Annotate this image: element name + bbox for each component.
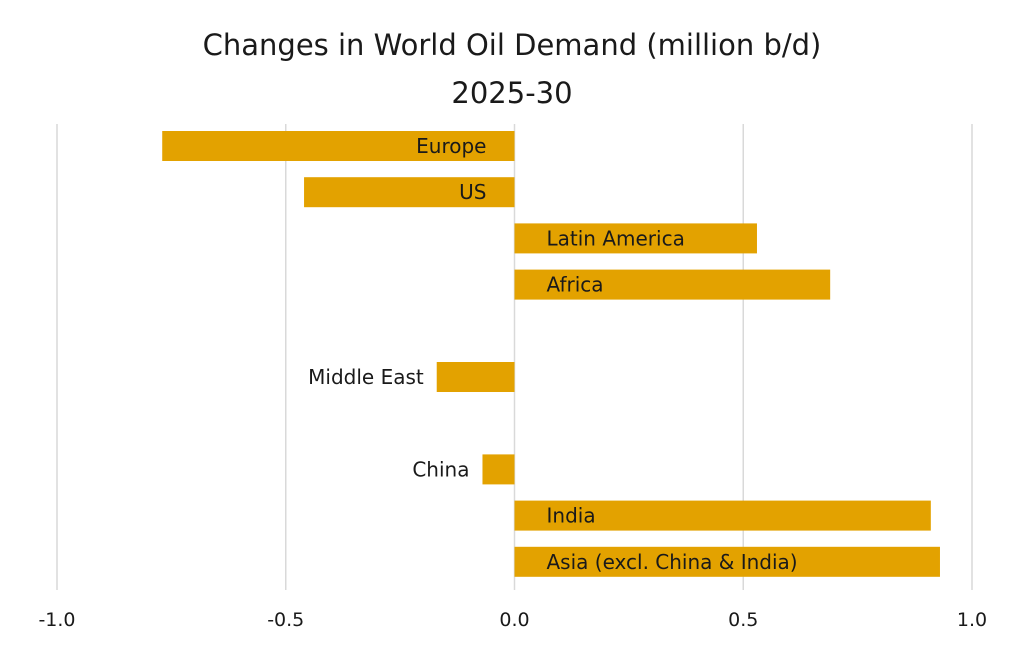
x-axis-ticks: -1.0 -0.5 0.0 0.5 1.0	[38, 609, 987, 631]
bar-label: US	[459, 180, 486, 204]
x-tick-label: 0.5	[728, 609, 758, 631]
chart-title-line2: 2025-30	[451, 76, 572, 110]
bar	[436, 362, 515, 392]
bar-label: Middle East	[308, 365, 424, 389]
bar-label: China	[412, 457, 469, 481]
bar	[514, 546, 940, 577]
x-tick-label: 1.0	[957, 609, 987, 631]
x-tick-label: -0.5	[267, 609, 304, 631]
bar-label: India	[547, 504, 596, 528]
bar	[514, 269, 831, 300]
bar-label: Latin America	[547, 226, 685, 250]
bar	[162, 131, 515, 161]
bar-label: Africa	[547, 273, 604, 297]
bar	[482, 454, 515, 485]
bar-label: Asia (excl. China & India)	[547, 550, 798, 574]
bars	[162, 131, 940, 577]
bar	[304, 177, 515, 208]
bar	[514, 223, 757, 254]
x-tick-label: -1.0	[38, 609, 75, 631]
bar-label: Europe	[416, 134, 486, 158]
x-tick-label: 0.0	[499, 609, 529, 631]
chart-title-line1: Changes in World Oil Demand (million b/d…	[203, 28, 822, 62]
bar	[514, 500, 931, 531]
